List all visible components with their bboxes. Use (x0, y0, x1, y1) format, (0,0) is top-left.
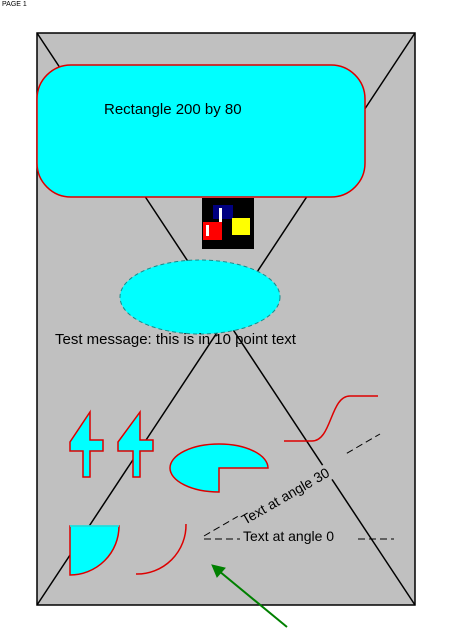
angled-text-0: Text at angle 0 (243, 528, 334, 544)
arrow-icon (211, 564, 288, 628)
angled-text-0-bg (240, 526, 355, 544)
angled-text-30-bg (236, 451, 355, 530)
dashed-ellipse (119, 259, 281, 335)
open-arc (135, 523, 187, 575)
pie-shape (169, 443, 269, 493)
page-label: PAGE 1 (2, 1, 27, 8)
digit-shape-2 (117, 409, 154, 478)
rectangle-label: Rectangle 200 by 80 (104, 101, 242, 118)
colored-blocks-icon (202, 198, 254, 249)
digit-shape-1 (69, 409, 104, 478)
test-message: Test message: this is in 10 point text (55, 331, 297, 348)
s-curve (284, 395, 378, 442)
quarter-pie (69, 525, 120, 576)
rounded-rectangle (36, 64, 366, 198)
